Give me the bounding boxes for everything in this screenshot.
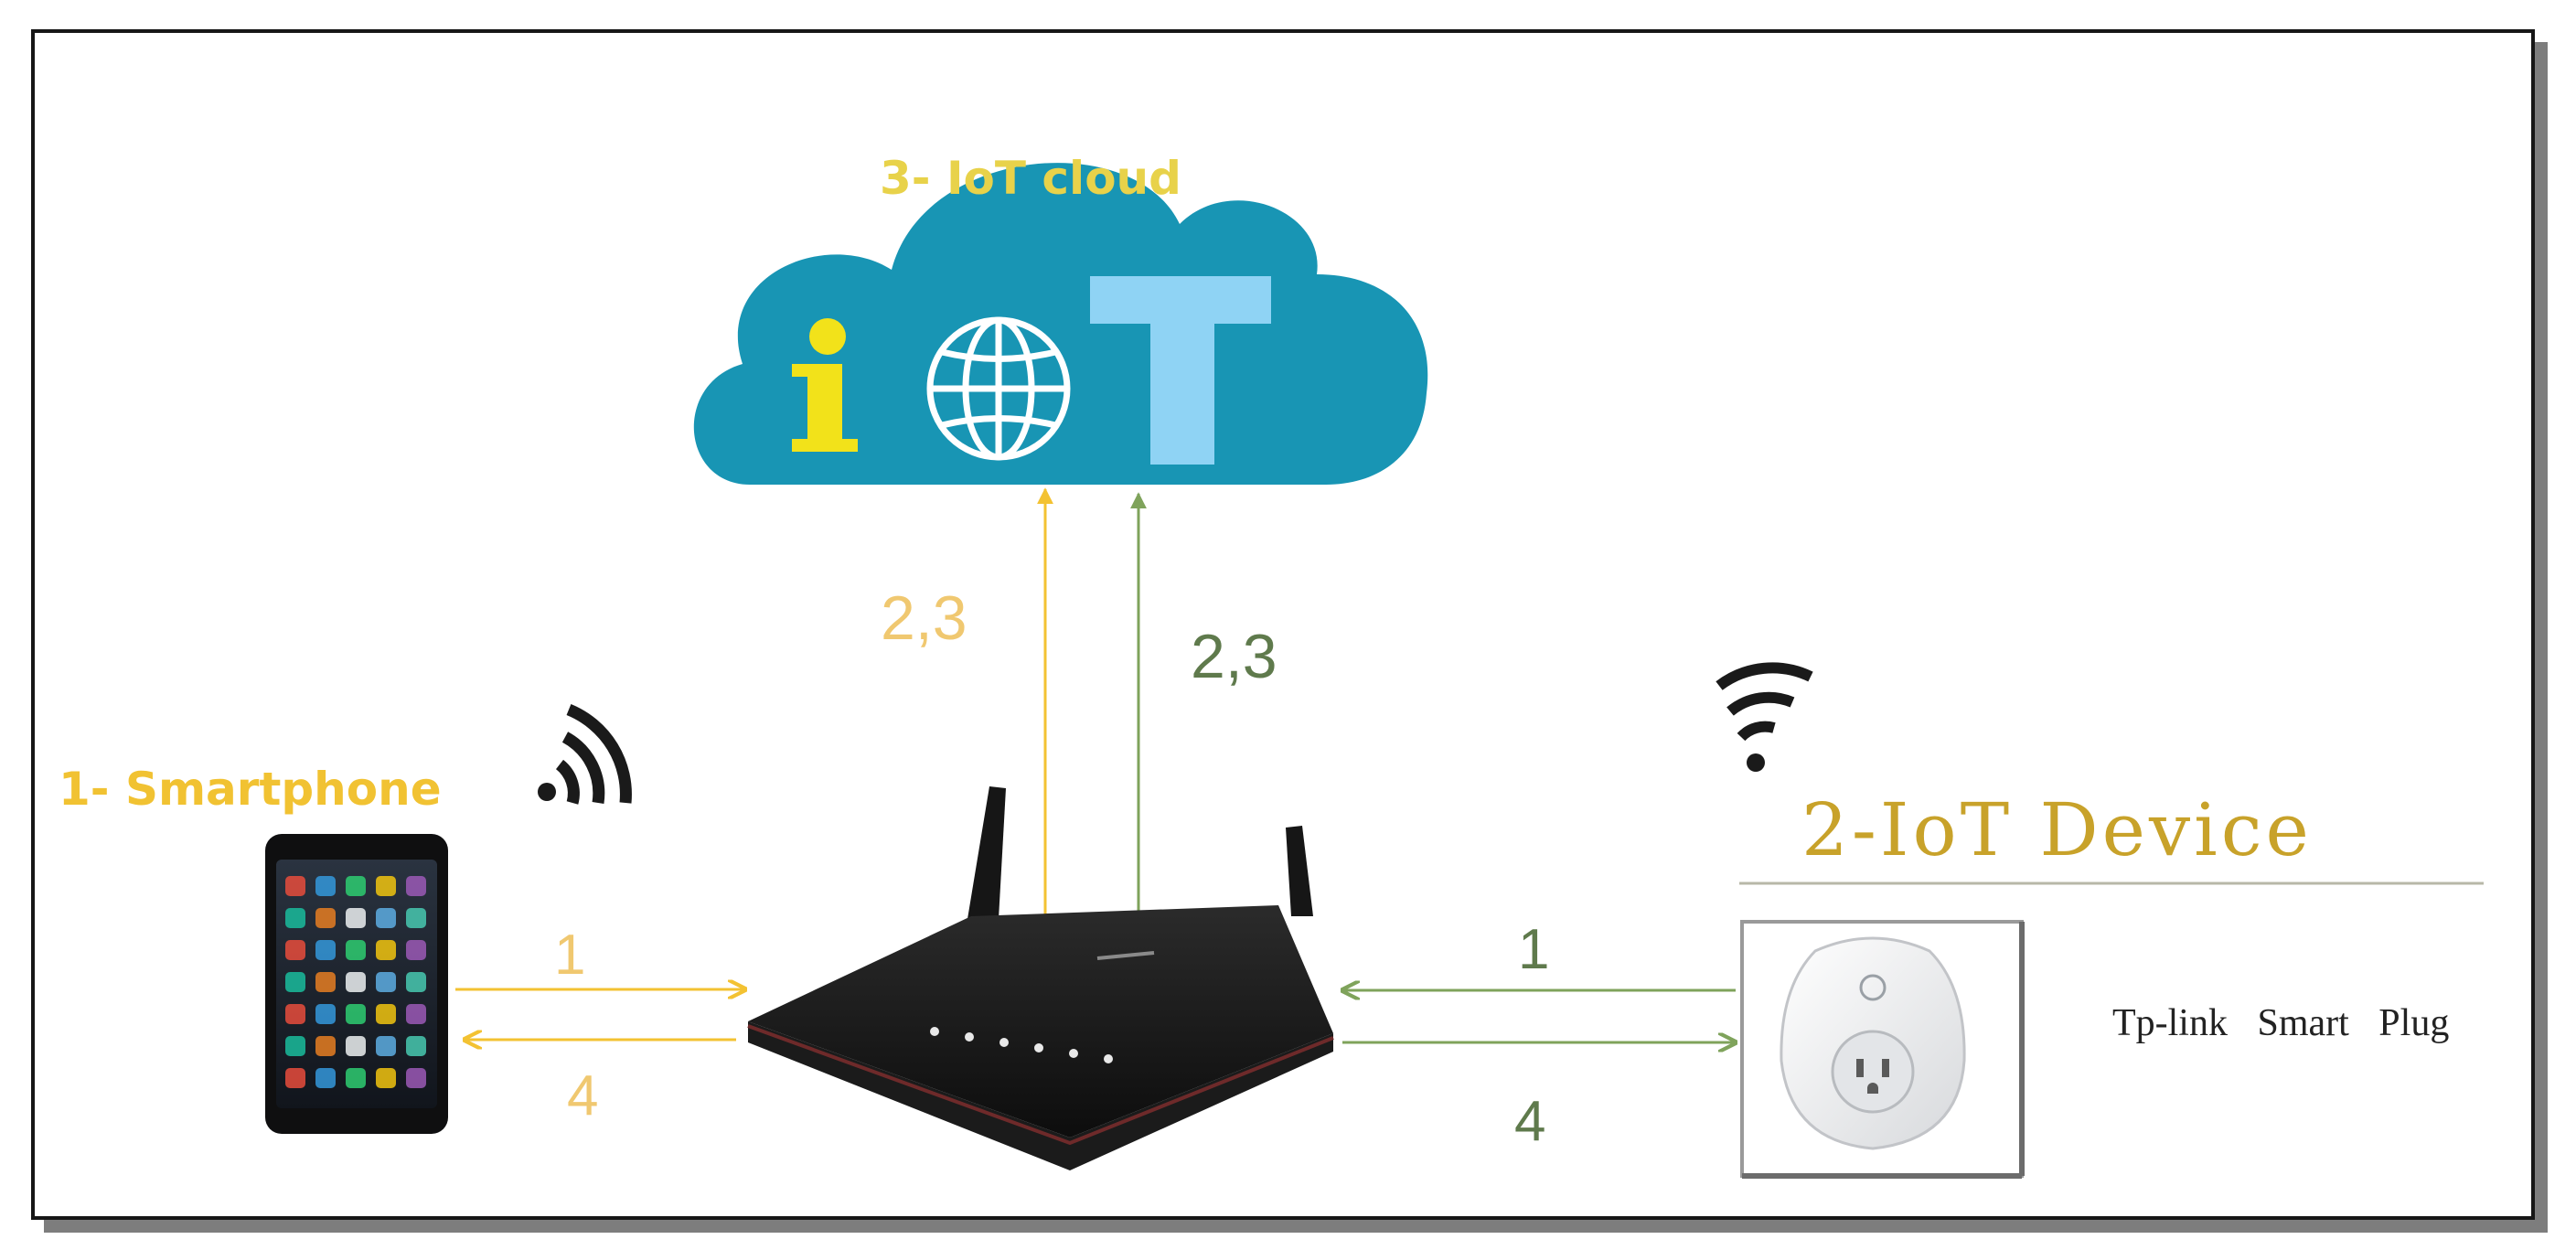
globe-icon xyxy=(926,316,1071,461)
cloud-label: 3- IoT cloud xyxy=(880,152,1181,205)
smartphone-icon xyxy=(265,834,448,1134)
router-icon xyxy=(747,786,1334,1170)
letter-t-icon xyxy=(1090,276,1271,465)
cloud-icon xyxy=(693,163,1428,486)
wifi-icon xyxy=(1716,662,1813,772)
smart-plug-name: Tp-link Smart Plug xyxy=(2112,1002,2450,1044)
wifi-icon xyxy=(538,703,632,805)
edge-label-router-to-device: 4 xyxy=(1514,1090,1546,1153)
smartphone-label: 1- Smartphone xyxy=(59,763,442,816)
edge-label-router-cloud-green: 2,3 xyxy=(1191,622,1277,691)
edge-label-device-to-router: 1 xyxy=(1518,918,1550,981)
edge-label-router-to-phone: 4 xyxy=(567,1064,599,1127)
letter-i-icon xyxy=(792,318,858,452)
smart-plug-icon xyxy=(1740,920,2025,1179)
iot-device-label: 2-IoT Device xyxy=(1801,787,2313,872)
edge-label-phone-to-router: 1 xyxy=(554,924,586,987)
edge-label-router-cloud-yellow: 2,3 xyxy=(881,583,967,653)
